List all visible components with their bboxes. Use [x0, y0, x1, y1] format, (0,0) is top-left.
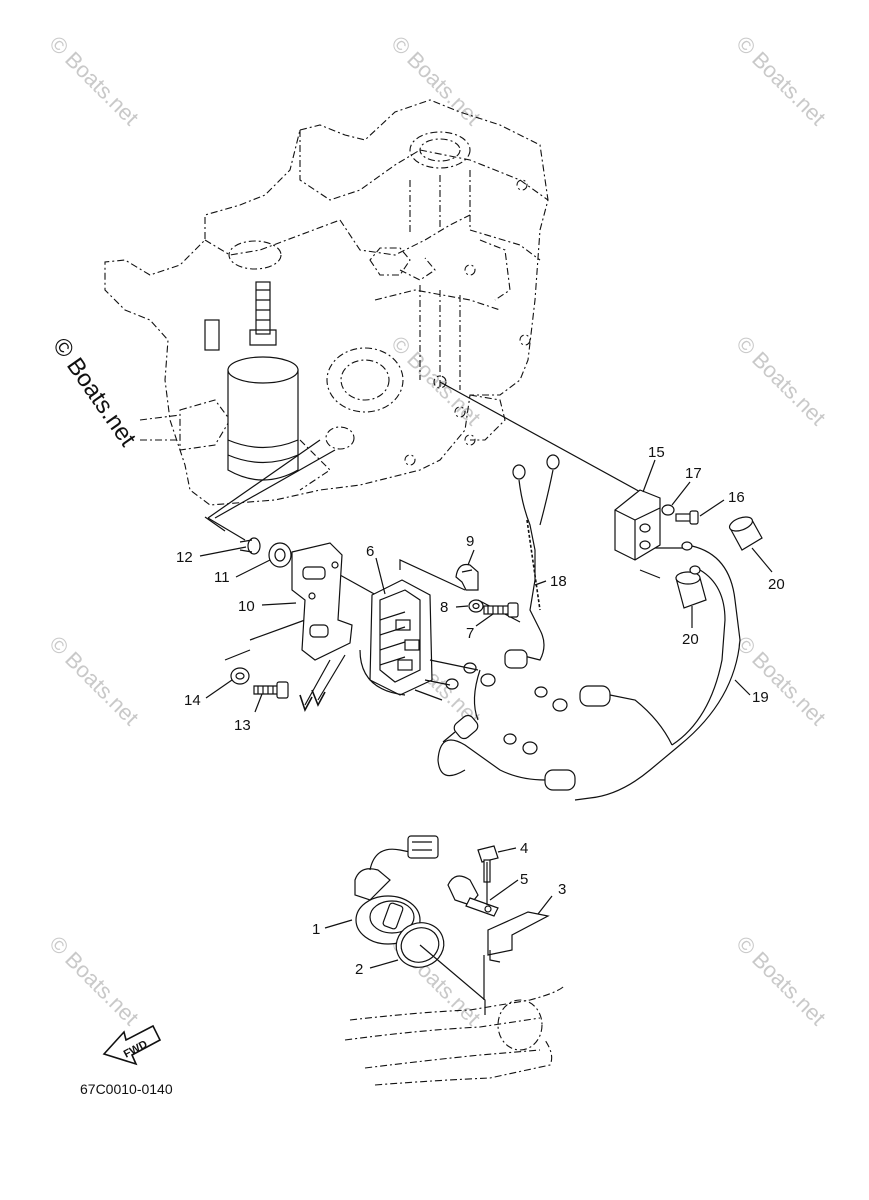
hull-outline [344, 862, 566, 1086]
callout-8: 8 [440, 599, 448, 616]
part-6-cdi-unit [299, 579, 433, 713]
watermark: © Boats.net [386, 331, 485, 430]
fwd-arrow-icon: FWD [102, 1024, 162, 1066]
callout-11: 11 [214, 569, 230, 586]
part-15-terminal-block [614, 489, 661, 561]
watermark: © Boats.net [731, 31, 830, 130]
part-12-bushing [239, 537, 261, 555]
part-4-bolt [477, 845, 499, 883]
callout-7: 7 [466, 625, 474, 642]
watermark-layer: © Boats.net © Boats.net © Boats.net © Bo… [44, 31, 830, 1030]
watermark: © Boats.net [731, 931, 830, 1030]
callout-14: 14 [184, 692, 201, 709]
callout-17: 17 [685, 465, 702, 482]
watermark: © Boats.net [44, 31, 143, 130]
diagram-code: 67C0010-0140 [80, 1081, 173, 1097]
callout-20-upper: 20 [768, 576, 785, 593]
part-3-bracket [487, 911, 550, 963]
part-11-grommet [268, 542, 292, 568]
starter-motor [204, 281, 299, 481]
part-10-bracket [291, 542, 353, 661]
fwd-label: FWD [122, 1038, 150, 1060]
callout-10: 10 [238, 598, 255, 615]
engine-block [104, 99, 549, 506]
callouts: 1 2 3 4 5 6 7 8 9 10 11 12 13 14 15 16 1 [176, 444, 785, 978]
callout-15: 15 [648, 444, 665, 461]
callout-2: 2 [355, 961, 363, 978]
watermark: © Boats.net [731, 331, 830, 430]
part-16-bolt [675, 510, 699, 525]
part-13-bolt [253, 681, 289, 699]
callout-1: 1 [312, 921, 320, 938]
part-5-clamp [447, 875, 499, 917]
part-18-lead-wire [504, 454, 560, 669]
callout-5: 5 [520, 871, 528, 888]
part-14-washer [230, 667, 250, 685]
watermark: © Boats.net [44, 631, 143, 730]
leader-lines [204, 381, 688, 661]
part-20-cap-lower [675, 571, 707, 609]
callout-18: 18 [550, 573, 567, 590]
part-7-bolt [483, 602, 519, 618]
callout-3: 3 [558, 881, 566, 898]
callout-6: 6 [366, 543, 374, 560]
callout-4: 4 [520, 840, 528, 857]
part-8-washer [468, 599, 484, 613]
callout-19: 19 [752, 689, 769, 706]
callout-13: 13 [234, 717, 251, 734]
watermark: © Boats.net [386, 31, 485, 130]
part-17-washer [661, 504, 675, 516]
callout-12: 12 [176, 549, 193, 566]
watermark: © Boats.net [44, 931, 143, 1030]
part-20-cap-upper [728, 516, 763, 551]
part-19-wire-harness [414, 541, 741, 801]
callout-20-lower: 20 [682, 631, 699, 648]
watermark: © Boats.net [731, 631, 830, 730]
callout-9: 9 [466, 533, 474, 550]
callout-16: 16 [728, 489, 745, 506]
side-watermark: © Boats.net [47, 333, 141, 452]
part-9-clamp [455, 563, 479, 591]
